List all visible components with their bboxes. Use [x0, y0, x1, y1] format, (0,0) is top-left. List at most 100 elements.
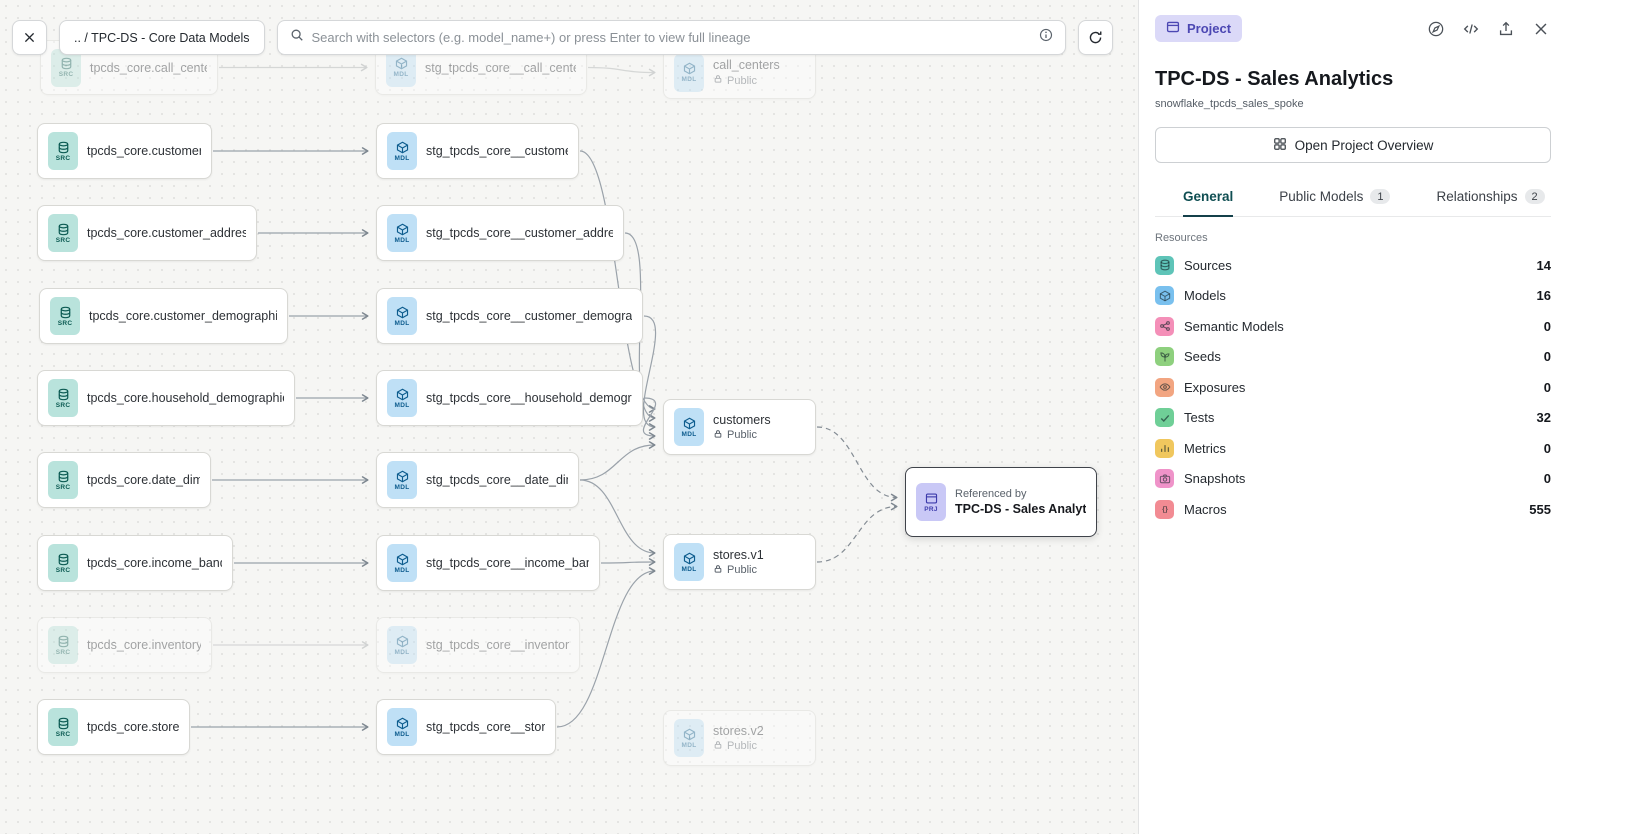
referenced-by-label: Referenced by [955, 488, 1027, 500]
resource-count: 555 [1529, 501, 1551, 517]
refresh-button[interactable] [1078, 20, 1113, 55]
database-icon: SRC [48, 379, 78, 417]
project-subtitle: snowflake_tpcds_sales_spoke [1155, 98, 1304, 110]
model-node[interactable]: MDL stg_tpcds_core__income_band [376, 535, 600, 591]
source-node[interactable]: SRC tpcds_core.customer_address [37, 205, 257, 261]
resource-row-sources[interactable]: Sources 14 [1155, 250, 1551, 281]
cube-icon: MDL [387, 379, 417, 417]
model-node[interactable]: MDL stg_tpcds_core__store [376, 699, 556, 755]
node-visibility-label: Public [727, 740, 757, 752]
tab-general[interactable]: General [1183, 179, 1234, 217]
tab-public-models[interactable]: Public Models 1 [1279, 179, 1391, 216]
lineage-toolbar: .. / TPC-DS - Core Data Models [12, 20, 1113, 55]
node-label: stg_tpcds_core__household_demogr… [426, 391, 632, 405]
cube-icon: MDL [387, 214, 417, 252]
public-icon [713, 429, 723, 442]
resources-heading: Resources [1155, 232, 1208, 244]
share-icon[interactable] [1496, 19, 1516, 39]
resource-row-seeds[interactable]: Seeds 0 [1155, 342, 1551, 373]
cube-icon: MDL [387, 132, 417, 170]
test-icon [1155, 408, 1174, 428]
tab-label: Relationships [1436, 189, 1518, 204]
public-model-node[interactable]: MDL customers Public [663, 399, 816, 455]
cube-icon: MDL [674, 543, 704, 581]
model-node[interactable]: MDL stg_tpcds_core__customer_demogra… [376, 288, 643, 344]
model-node[interactable]: MDL stg_tpcds_core__customer_address [376, 205, 624, 261]
lineage-edge [816, 502, 898, 563]
resource-row-macros[interactable]: {} Macros 555 [1155, 494, 1551, 525]
macro-icon: {} [1155, 499, 1174, 519]
node-layer: SRC tpcds_core.call_center SRC tpcds_cor… [37, 40, 1097, 766]
database-icon [1155, 255, 1174, 275]
lineage-edge [556, 567, 656, 728]
resource-row-snapshots[interactable]: Snapshots 0 [1155, 464, 1551, 495]
project-node[interactable]: PRJ Referenced by TPC-DS - Sales Analyti… [905, 467, 1097, 537]
project-icon: PRJ [916, 483, 946, 521]
resource-count: 0 [1543, 318, 1551, 334]
resource-row-semantic-models[interactable]: Semantic Models 0 [1155, 311, 1551, 342]
node-label: tpcds_core.customer_address [87, 226, 246, 240]
resource-label: Tests [1184, 410, 1215, 426]
resource-list: Sources 14 Models 16 Semantic Models 0 S… [1155, 250, 1551, 525]
lineage-edge [579, 479, 656, 557]
resource-row-tests[interactable]: Tests 32 [1155, 403, 1551, 434]
panel-tabs: General Public Models 1 Relationships 2 [1155, 179, 1551, 217]
overview-icon [1273, 137, 1287, 154]
source-node[interactable]: SRC tpcds_core.inventory [37, 617, 212, 673]
database-icon: SRC [48, 544, 78, 582]
code-icon[interactable] [1461, 19, 1481, 39]
public-icon [713, 564, 723, 577]
source-node[interactable]: SRC tpcds_core.customer_demographics [39, 288, 288, 344]
node-label: stg_tpcds_core__date_dim [426, 473, 568, 487]
cube-icon: MDL [674, 408, 704, 446]
public-model-node[interactable]: MDL stores.v1 Public [663, 534, 816, 590]
project-type-badge: Project [1155, 15, 1243, 42]
node-label: tpcds_core.store [87, 720, 179, 734]
model-node[interactable]: MDL stg_tpcds_core__customer [376, 123, 579, 179]
panel-header: Project [1155, 15, 1551, 42]
resource-row-metrics[interactable]: Metrics 0 [1155, 433, 1551, 464]
node-label: stg_tpcds_core__inventory [426, 638, 569, 652]
resource-count: 0 [1543, 471, 1551, 487]
lineage-canvas[interactable]: SRC tpcds_core.call_center SRC tpcds_cor… [0, 0, 1138, 834]
node-label: tpcds_core.date_dim [87, 473, 200, 487]
node-label: stg_tpcds_core__customer [426, 144, 568, 158]
model-node[interactable]: MDL stg_tpcds_core__date_dim [376, 452, 579, 508]
model-node[interactable]: MDL stg_tpcds_core__inventory [376, 617, 580, 673]
source-node[interactable]: SRC tpcds_core.household_demographics [37, 370, 295, 426]
resource-label: Sources [1184, 257, 1232, 273]
cube-icon: MDL [387, 461, 417, 499]
model-node[interactable]: MDL stg_tpcds_core__household_demogr… [376, 370, 643, 426]
node-label: tpcds_core.inventory [87, 638, 201, 652]
cube-icon: MDL [674, 53, 704, 92]
node-label: stg_tpcds_core__customer_address [426, 226, 613, 240]
close-lineage-button[interactable] [12, 20, 47, 55]
source-node[interactable]: SRC tpcds_core.date_dim [37, 452, 211, 508]
resource-label: Models [1184, 288, 1226, 304]
lineage-edge [816, 426, 898, 502]
resource-label: Exposures [1184, 379, 1246, 395]
tab-count-badge: 2 [1524, 189, 1545, 204]
close-panel-icon[interactable] [1531, 19, 1551, 39]
info-icon[interactable] [1039, 28, 1053, 47]
resource-row-exposures[interactable]: Exposures 0 [1155, 372, 1551, 403]
tab-count-badge: 1 [1370, 189, 1391, 204]
node-label: stg_tpcds_core__customer_demogra… [426, 309, 632, 323]
resource-count: 32 [1536, 410, 1551, 426]
edge-layer [190, 63, 898, 731]
database-icon: SRC [48, 132, 78, 170]
explore-lineage-icon[interactable] [1426, 19, 1446, 39]
source-node[interactable]: SRC tpcds_core.store [37, 699, 190, 755]
node-label: tpcds_core.call_center [90, 60, 207, 75]
search-input[interactable] [311, 30, 1031, 45]
resource-row-models[interactable]: Models 16 [1155, 281, 1551, 312]
public-model-node[interactable]: MDL stores.v2 Public [663, 710, 816, 766]
tab-relationships[interactable]: Relationships 2 [1436, 179, 1545, 216]
source-node[interactable]: SRC tpcds_core.customer [37, 123, 212, 179]
source-node[interactable]: SRC tpcds_core.income_band [37, 535, 233, 591]
breadcrumb[interactable]: .. / TPC-DS - Core Data Models [59, 20, 265, 55]
node-label: tpcds_core.income_band [87, 556, 222, 570]
node-visibility-label: Public [727, 429, 757, 441]
open-project-overview-button[interactable]: Open Project Overview [1155, 127, 1551, 163]
